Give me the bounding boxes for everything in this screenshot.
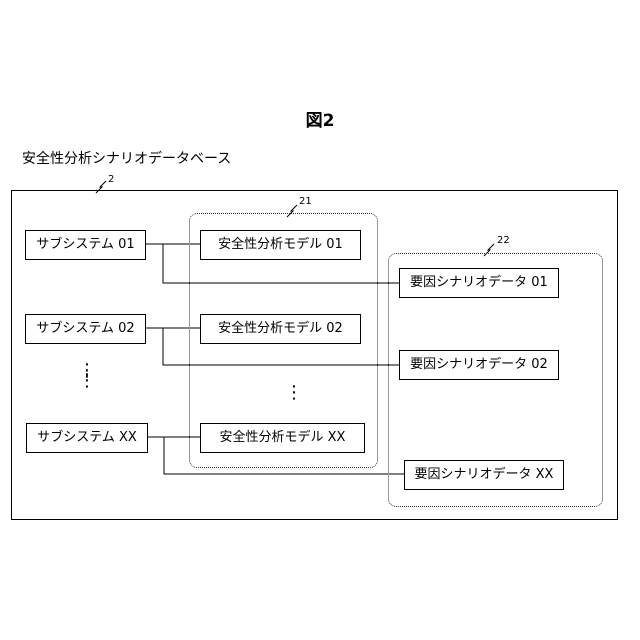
subsystem-box-01: サブシステム 01: [25, 230, 146, 260]
model-box-01: 安全性分析モデル 01: [200, 230, 361, 260]
ellipsis-models: ⋮: [285, 388, 299, 398]
scenario-box-xx: 要因シナリオデータ XX: [404, 460, 564, 490]
scenario-box-02: 要因シナリオデータ 02: [399, 350, 559, 380]
subsystem-box-02: サブシステム 02: [25, 314, 146, 344]
database-label: 安全性分析シナリオデータベース: [22, 148, 231, 168]
ref-number-database: 2: [108, 174, 114, 185]
ellipsis-subsystems: ⋮⋮: [78, 366, 92, 386]
ref-number-model-group: 21: [299, 196, 312, 207]
figure-title: 図2: [0, 106, 640, 131]
model-box-xx: 安全性分析モデル XX: [200, 423, 365, 453]
scenario-box-01: 要因シナリオデータ 01: [399, 268, 559, 298]
subsystem-box-xx: サブシステム XX: [26, 423, 148, 453]
model-box-02: 安全性分析モデル 02: [200, 314, 361, 344]
ref-number-scenario-group: 22: [497, 235, 510, 246]
